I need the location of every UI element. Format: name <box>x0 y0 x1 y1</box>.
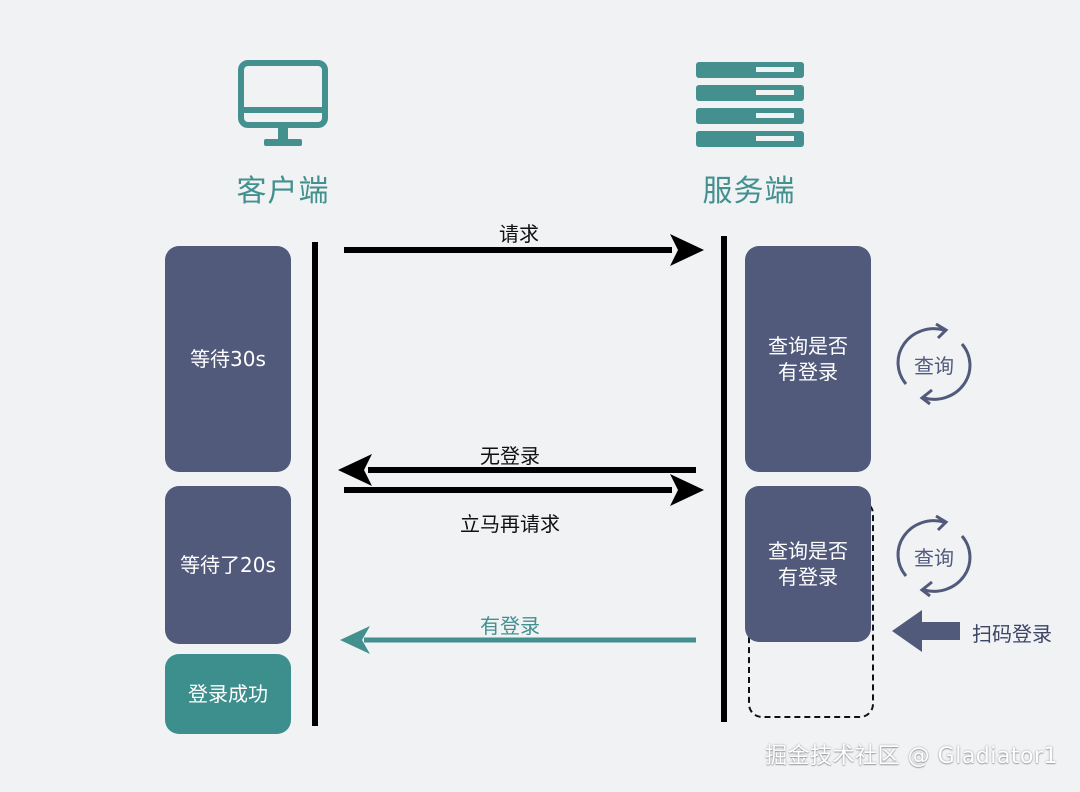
login-success-label: 登录成功 <box>188 682 268 706</box>
wait-20s-label: 等待了20s <box>180 553 276 577</box>
refresh-cycle-icon <box>896 322 972 406</box>
wait-30s-box: 等待30s <box>165 246 291 472</box>
query-cycle-2-label: 查询 <box>914 545 954 570</box>
query-cycle-1: 查询 <box>888 322 980 406</box>
no-login-arrow <box>338 454 696 486</box>
client-lifeline <box>312 242 318 726</box>
scan-login-arrow <box>892 610 960 652</box>
re-request-label: 立马再请求 <box>460 512 560 536</box>
watermark: 掘金技术社区 @ Gladiator1 <box>765 744 1058 769</box>
server-icon <box>694 60 806 156</box>
request-label: 请求 <box>499 222 539 246</box>
wait-20s-box: 等待了20s <box>165 486 291 644</box>
query-box-1-label: 查询是否 有登录 <box>768 334 848 384</box>
scan-login-label: 扫码登录 <box>972 622 1052 646</box>
no-login-label: 无登录 <box>480 444 540 468</box>
query-cycle-1-label: 查询 <box>914 353 954 378</box>
client-title: 客户端 <box>236 174 330 209</box>
has-login-label: 有登录 <box>480 614 540 638</box>
re-request-arrow <box>344 474 704 506</box>
query-box-2-label: 查询是否 有登录 <box>768 539 848 589</box>
query-box-2: 查询是否 有登录 <box>745 486 871 642</box>
refresh-cycle-icon <box>896 514 972 598</box>
login-success-box: 登录成功 <box>165 654 291 734</box>
query-box-1: 查询是否 有登录 <box>745 246 871 472</box>
server-lifeline <box>721 236 727 722</box>
server-title: 服务端 <box>702 174 796 209</box>
query-cycle-2: 查询 <box>888 514 980 598</box>
wait-30s-label: 等待30s <box>190 347 266 371</box>
has-login-arrow <box>340 626 696 654</box>
request-arrow <box>344 234 704 266</box>
client-monitor-icon <box>238 60 328 156</box>
